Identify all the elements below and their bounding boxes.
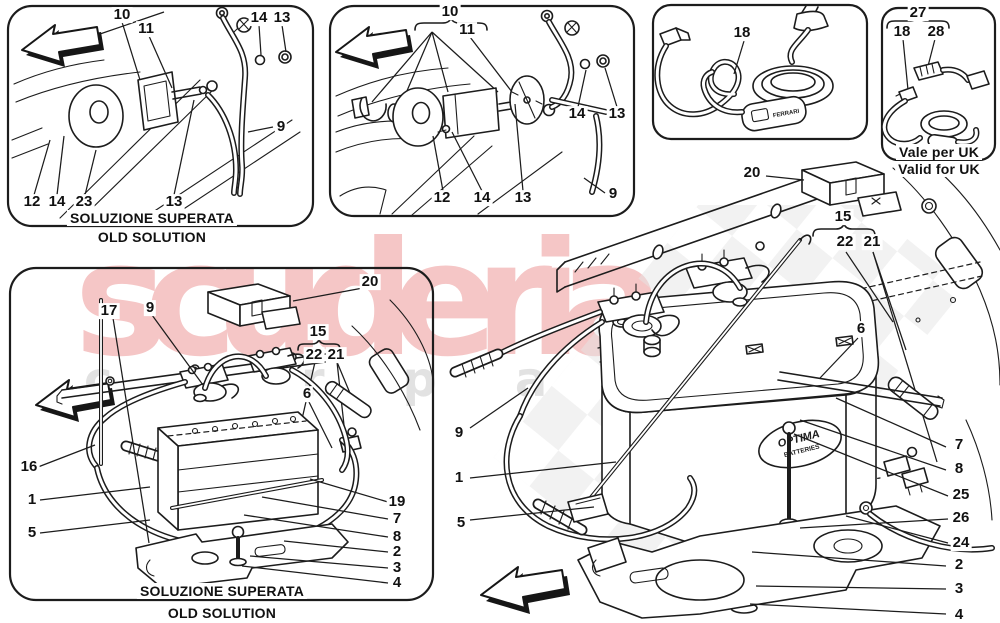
part-callout[interactable]: 10 — [111, 6, 133, 24]
part-callout[interactable]: 18 — [731, 24, 753, 42]
part-callout[interactable]: 3 — [952, 580, 966, 598]
direction-arrow-icon — [21, 24, 104, 67]
part-callout[interactable]: 13 — [271, 9, 293, 27]
part-callout[interactable]: 13 — [606, 105, 628, 123]
part-callout[interactable]: 19 — [386, 493, 408, 511]
part-callout[interactable]: 5 — [25, 524, 39, 542]
panel-old-solution-battery — [8, 266, 435, 602]
part-callout[interactable]: 28 — [925, 23, 947, 41]
part-callout[interactable]: 11 — [136, 20, 156, 38]
part-callout[interactable]: 1 — [25, 491, 39, 509]
part-callout[interactable]: 9 — [606, 185, 620, 203]
part-callout[interactable]: 7 — [952, 436, 966, 454]
part-callout[interactable]: 9 — [452, 424, 466, 442]
part-callout[interactable]: 15 — [832, 208, 854, 226]
panel-current-front — [328, 4, 636, 218]
part-callout[interactable]: 18 — [891, 23, 913, 41]
part-callout[interactable]: 13 — [512, 189, 534, 207]
part-callout[interactable]: 20 — [741, 164, 763, 182]
part-callout[interactable]: 9 — [274, 118, 288, 136]
part-callout[interactable]: 4 — [390, 574, 404, 592]
part-callout[interactable]: 27 — [907, 4, 929, 22]
part-callout[interactable]: 13 — [163, 193, 185, 211]
uk-kit-caption-it: Vale per UK — [895, 144, 983, 160]
part-callout[interactable]: 1 — [452, 469, 466, 487]
part-callout[interactable]: 23 — [73, 193, 95, 211]
part-callout[interactable]: 14 — [471, 189, 493, 207]
part-callout[interactable]: 8 — [390, 528, 404, 546]
panel-battery-charger: FERRARI — [651, 3, 869, 141]
part-callout[interactable]: 24 — [950, 534, 972, 552]
old-solution-front-caption-en: OLD SOLUTION — [94, 229, 210, 245]
part-callout[interactable]: 17 — [98, 302, 120, 320]
part-callout[interactable]: 3 — [390, 559, 404, 577]
part-callout[interactable]: 20 — [359, 273, 381, 291]
part-callout[interactable]: 2 — [952, 556, 966, 574]
part-callout[interactable]: 25 — [950, 486, 972, 504]
old-solution-battery-caption-en: OLD SOLUTION — [164, 605, 280, 621]
part-callout[interactable]: 9 — [143, 299, 157, 317]
part-callout[interactable]: 8 — [952, 460, 966, 478]
part-callout[interactable]: 11 — [457, 21, 477, 39]
panel-uk-kit — [880, 6, 997, 162]
panel-main-battery: OPTIMA BATTERIES — [449, 149, 1000, 619]
part-callout[interactable]: 12 — [21, 193, 43, 211]
direction-arrow-icon — [335, 26, 413, 69]
part-callout[interactable]: 10 — [439, 3, 461, 21]
part-callout[interactable]: 22 — [834, 233, 856, 251]
part-callout[interactable]: 14 — [248, 9, 270, 27]
part-callout[interactable]: 2 — [390, 543, 404, 561]
old-solution-battery-caption-it: SOLUZIONE SUPERATA — [136, 583, 308, 599]
part-callout[interactable]: 15 — [307, 323, 329, 341]
part-callout[interactable]: 4 — [952, 606, 966, 623]
part-callout[interactable]: 21 — [325, 346, 347, 364]
panel-old-solution-front — [6, 4, 315, 228]
uk-kit-caption-en: Valid for UK — [895, 161, 983, 177]
part-callout[interactable]: 5 — [454, 514, 468, 532]
part-callout[interactable]: 6 — [854, 320, 868, 338]
part-callout[interactable]: 21 — [861, 233, 883, 251]
charger-unit-label: FERRARI — [773, 109, 801, 120]
part-callout[interactable]: 26 — [950, 509, 972, 527]
part-callout[interactable]: 12 — [431, 189, 453, 207]
part-callout[interactable]: 14 — [566, 105, 588, 123]
part-callout[interactable]: 7 — [390, 510, 404, 528]
part-callout[interactable]: 22 — [303, 346, 325, 364]
part-callout[interactable]: 16 — [18, 458, 40, 476]
part-callout[interactable]: 14 — [46, 193, 68, 211]
old-solution-front-caption-it: SOLUZIONE SUPERATA — [66, 210, 238, 226]
direction-arrow-icon — [480, 566, 570, 614]
part-callout[interactable]: 6 — [300, 385, 314, 403]
